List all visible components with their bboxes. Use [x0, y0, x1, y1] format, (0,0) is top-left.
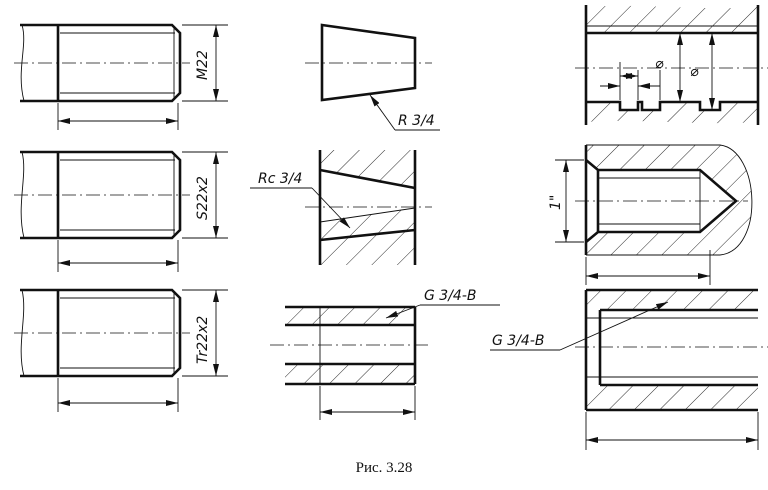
label-g34b-hole: G 3/4-B: [492, 333, 545, 349]
label-1-inch: 1": [548, 195, 564, 210]
label-s22x2: S22x2: [195, 176, 211, 220]
label-diameter-1: ⌀: [655, 56, 664, 72]
label-rc34: Rc 3/4: [258, 171, 302, 187]
figure-caption: Рис. 3.28: [356, 460, 413, 476]
label-r34: R 3/4: [398, 113, 435, 129]
taper-internal-rc34: Rc 3/4: [250, 150, 432, 265]
label-g34b-pipe: G 3/4-B: [424, 288, 477, 304]
label-diameter-2: ⌀: [690, 64, 699, 80]
pipe-g34b: G 3/4-B: [270, 288, 500, 420]
bolt-tr22x2: Tr22x2: [14, 288, 228, 412]
bolt-s22x2: S22x2: [14, 150, 228, 272]
label-m22: M22: [195, 50, 211, 80]
blind-hole-1inch: 1": [548, 144, 753, 285]
label-tr22x2: Tr22x2: [195, 316, 211, 364]
bolt-m22: M22: [14, 23, 228, 130]
threaded-hole-g34b: G 3/4-B: [490, 288, 768, 450]
taper-external-r34: R 3/4: [305, 23, 440, 131]
tube-grooves: ⌀ ⌀: [575, 5, 768, 125]
